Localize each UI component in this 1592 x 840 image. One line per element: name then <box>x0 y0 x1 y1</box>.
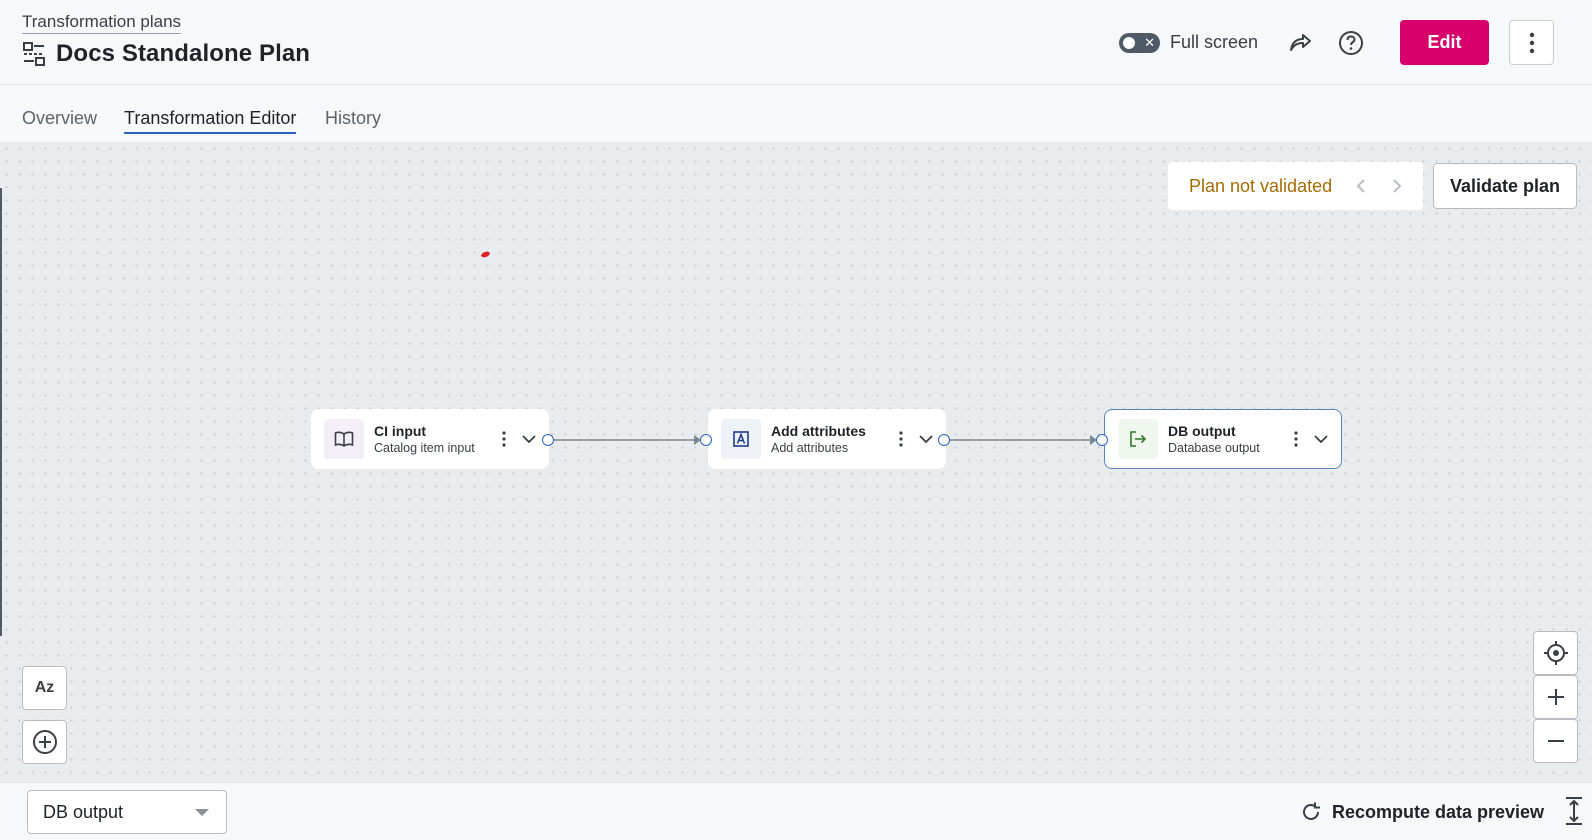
node-icon-box <box>1118 419 1158 459</box>
zoom-in-button[interactable] <box>1533 675 1578 719</box>
title-row: Docs Standalone Plan <box>22 40 310 68</box>
node-text: DB output Database output <box>1168 422 1289 457</box>
chevron-right-icon <box>1393 179 1402 193</box>
more-options-button[interactable] <box>1509 20 1554 65</box>
node-subtitle: Add attributes <box>771 440 849 455</box>
tab-transformation-editor[interactable]: Transformation Editor <box>124 107 297 134</box>
help-button[interactable] <box>1336 28 1366 58</box>
header-actions: ✕ Full screen Edit <box>1118 20 1554 65</box>
attribute-icon <box>733 431 749 447</box>
refresh-icon <box>1303 802 1320 820</box>
node-icon-box <box>324 419 364 459</box>
crosshair-icon <box>1543 641 1568 665</box>
chevron-down-icon <box>919 435 933 443</box>
node-menu-button[interactable] <box>497 429 511 449</box>
input-port[interactable] <box>1096 434 1108 446</box>
node-ci-input[interactable]: CI input Catalog item input <box>311 409 549 469</box>
node-subtitle: Catalog item input <box>374 440 475 455</box>
output-icon <box>1130 431 1147 447</box>
toggle-off-icon: ✕ <box>1144 34 1155 50</box>
add-node-button[interactable] <box>22 720 67 764</box>
validation-status: Plan not validated <box>1168 162 1423 210</box>
output-port[interactable] <box>938 434 950 446</box>
more-vertical-icon <box>1294 431 1298 447</box>
edit-button[interactable]: Edit <box>1400 20 1489 65</box>
more-vertical-icon <box>899 431 903 447</box>
node-text: CI input Catalog item input <box>374 422 497 457</box>
prev-issue-button[interactable] <box>1350 175 1372 197</box>
editor-canvas[interactable] <box>0 142 1592 782</box>
node-db-output[interactable]: DB output Database output <box>1104 409 1342 469</box>
more-vertical-icon <box>1529 32 1534 53</box>
center-view-button[interactable] <box>1533 631 1578 675</box>
node-select-value: DB output <box>43 801 124 822</box>
transformation-plan-icon <box>23 42 45 66</box>
preview-bar: DB output Recompute data preview <box>0 782 1592 840</box>
recompute-label: Recompute data preview <box>1332 801 1545 822</box>
expand-vertical-icon[interactable] <box>1562 795 1586 827</box>
more-vertical-icon <box>502 431 506 447</box>
validate-plan-button[interactable]: Validate plan <box>1433 163 1577 209</box>
node-title: DB output <box>1168 422 1236 439</box>
breadcrumb[interactable]: Transformation plans <box>22 12 182 34</box>
plus-icon <box>1547 689 1564 705</box>
output-port[interactable] <box>542 434 554 446</box>
validation-status-text: Plan not validated <box>1189 175 1333 196</box>
book-icon <box>334 431 354 447</box>
node-text: Add attributes Add attributes <box>771 422 894 457</box>
node-subtitle: Database output <box>1168 440 1260 455</box>
node-menu-button[interactable] <box>894 429 908 449</box>
add-circle-icon <box>32 730 57 754</box>
chevron-down-icon <box>1314 435 1328 443</box>
share-button[interactable] <box>1286 28 1316 58</box>
fullscreen-label: Full screen <box>1169 32 1258 52</box>
node-title: CI input <box>374 422 427 439</box>
sort-button[interactable]: Az <box>22 666 67 710</box>
tab-history[interactable]: History <box>325 108 382 128</box>
node-icon-box <box>721 419 761 459</box>
help-icon <box>1339 30 1363 55</box>
toggle-knob <box>1122 36 1135 49</box>
tab-bar: Overview Transformation Editor History <box>0 85 1592 142</box>
node-expand-button[interactable] <box>918 429 934 449</box>
tab-overview[interactable]: Overview <box>22 108 98 128</box>
share-icon <box>1290 33 1311 51</box>
node-menu-button[interactable] <box>1289 429 1303 449</box>
node-expand-button[interactable] <box>521 429 537 449</box>
node-add-attributes[interactable]: Add attributes Add attributes <box>708 409 946 469</box>
sort-label: Az <box>34 679 55 696</box>
zoom-out-button[interactable] <box>1533 719 1578 763</box>
input-port[interactable] <box>700 434 712 446</box>
fullscreen-toggle[interactable]: ✕ <box>1118 32 1160 53</box>
node-title: Add attributes <box>771 422 866 439</box>
node-expand-button[interactable] <box>1313 429 1329 449</box>
chevron-left-icon <box>1356 179 1365 193</box>
canvas-edge-marker <box>0 188 2 636</box>
page-title: Docs Standalone Plan <box>56 40 311 67</box>
next-issue-button[interactable] <box>1386 175 1408 197</box>
recompute-button[interactable]: Recompute data preview <box>1300 797 1544 827</box>
caret-down-icon <box>195 808 209 816</box>
node-select[interactable]: DB output <box>27 790 227 834</box>
minus-icon <box>1547 740 1564 742</box>
chevron-down-icon <box>522 435 536 443</box>
page-header: Transformation plans Docs Standalone Pla… <box>0 0 1592 85</box>
